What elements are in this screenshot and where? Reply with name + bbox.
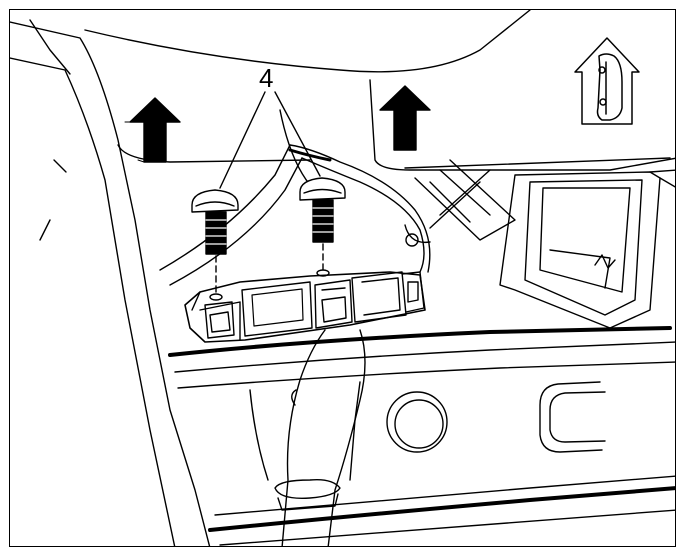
bolt-hole-right <box>316 269 330 277</box>
up-arrow-icon <box>379 85 431 151</box>
wiring-strap <box>274 329 366 546</box>
alignment-guides <box>215 243 324 296</box>
rounded-slot <box>539 381 606 453</box>
bolt-icon <box>191 189 239 213</box>
round-button <box>386 391 448 453</box>
upper-body-panel <box>84 10 675 186</box>
wire-harness <box>159 144 431 286</box>
impact-sensor <box>184 271 426 343</box>
lower-trim-panel <box>168 326 675 546</box>
x-bracket <box>404 159 516 247</box>
bolt-left <box>191 189 239 255</box>
trim-opening <box>499 169 675 329</box>
left-trim-panel <box>10 19 211 546</box>
installation-diagram: 4 <box>10 10 675 546</box>
callout-leaders <box>219 91 321 189</box>
callout-label: 4 <box>259 63 273 93</box>
bolt-hole-left <box>209 293 223 301</box>
bolt-right <box>299 177 346 243</box>
illustration-frame: 4 <box>9 9 676 547</box>
vehicle-front-direction-icon <box>574 37 640 125</box>
up-arrow-icon <box>124 97 181 163</box>
